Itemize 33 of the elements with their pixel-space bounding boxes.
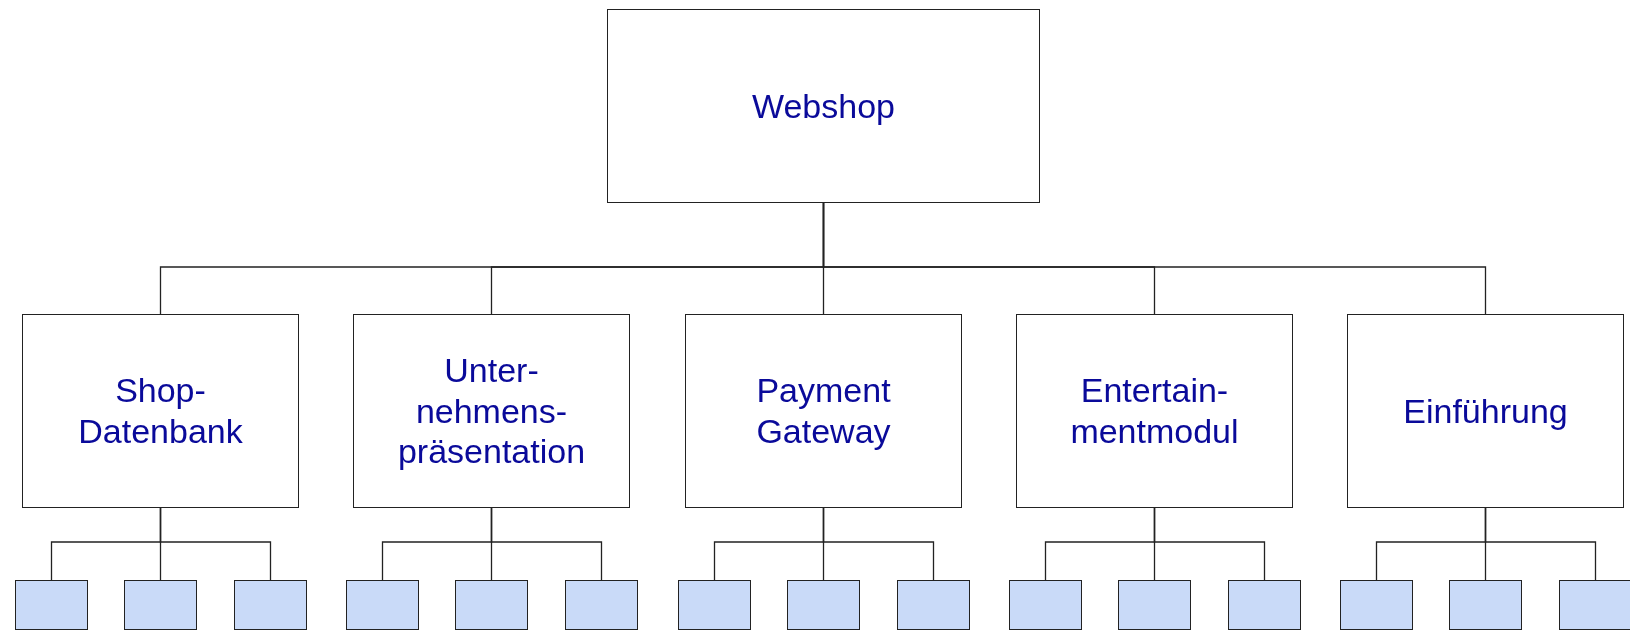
sub-box bbox=[234, 580, 307, 630]
process-box bbox=[1347, 314, 1624, 508]
process-box bbox=[607, 9, 1040, 203]
process-box bbox=[22, 314, 299, 508]
sub-box bbox=[1228, 580, 1301, 630]
sub-box bbox=[15, 580, 88, 630]
sub-box bbox=[678, 580, 751, 630]
connector-line bbox=[1484, 507, 1597, 581]
sub-box bbox=[1559, 580, 1630, 630]
process-box bbox=[685, 314, 962, 508]
process-box bbox=[1016, 314, 1293, 508]
sub-box bbox=[1340, 580, 1413, 630]
box-label: Shop- Datenbank bbox=[78, 370, 243, 452]
process-box bbox=[353, 314, 630, 508]
connector-line bbox=[159, 507, 272, 581]
box-label: Payment Gateway bbox=[756, 370, 891, 452]
sub-box bbox=[455, 580, 528, 630]
connector-line bbox=[822, 507, 935, 581]
box-label: Unter- nehmens- präsentation bbox=[397, 349, 586, 473]
box-label: Einführung bbox=[1403, 390, 1568, 432]
connector-line bbox=[822, 202, 1487, 315]
box-label: Entertain- mentmodul bbox=[1070, 370, 1239, 452]
connector-line bbox=[1153, 507, 1266, 581]
sub-box bbox=[565, 580, 638, 630]
connector-line bbox=[490, 507, 603, 581]
sub-box bbox=[1449, 580, 1522, 630]
sub-box bbox=[346, 580, 419, 630]
sub-box bbox=[1118, 580, 1191, 630]
box-label: Webshop bbox=[752, 85, 895, 127]
sub-box bbox=[124, 580, 197, 630]
sub-box bbox=[787, 580, 860, 630]
sub-box bbox=[897, 580, 970, 630]
sub-box bbox=[1009, 580, 1082, 630]
